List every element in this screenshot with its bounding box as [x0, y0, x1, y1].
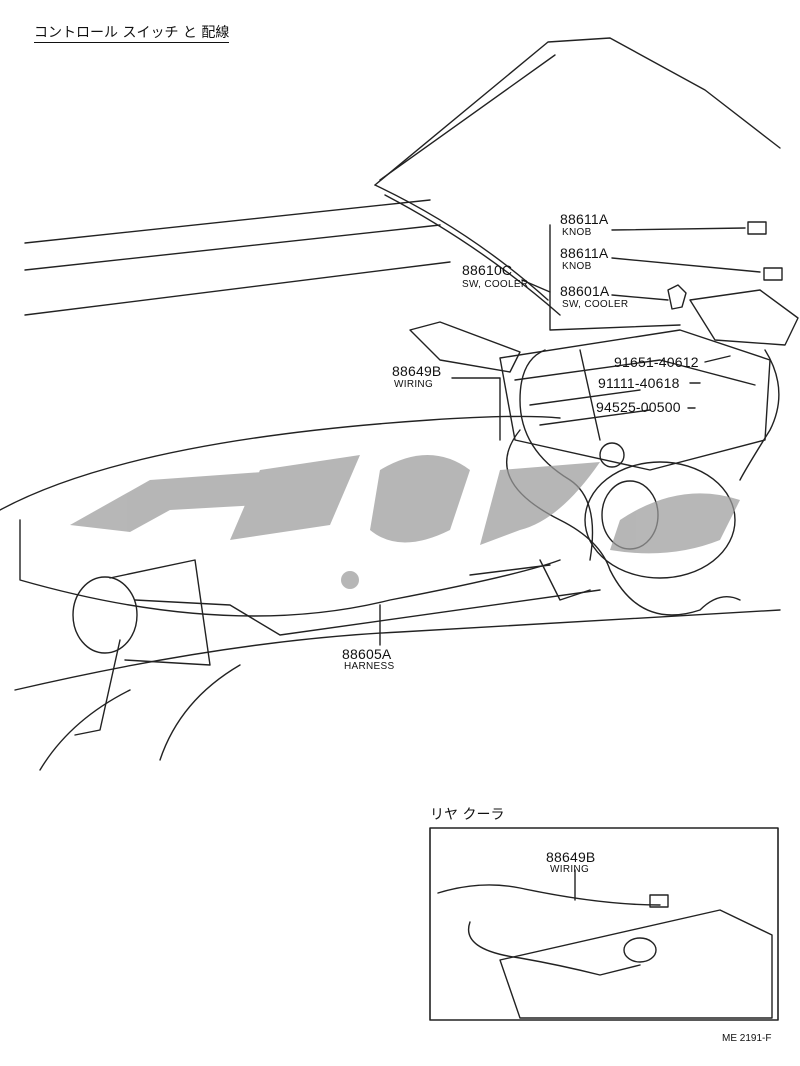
- leader-screw: [704, 355, 731, 363]
- cooler-unit-body: [499, 329, 771, 471]
- leader-knob-2: [611, 257, 761, 273]
- inset-title: リヤ クーラ: [430, 807, 505, 823]
- sw-cooler-a-part-number: 88601A: [560, 283, 610, 299]
- cowl-line-2: [384, 194, 561, 316]
- inset-wiring: [437, 884, 661, 976]
- wiring-loop-2: [519, 349, 594, 561]
- connector-wires: [469, 559, 591, 601]
- knob-description-1: KNOB: [562, 227, 592, 238]
- sw-cooler-a-description: SW, COOLER: [562, 299, 629, 310]
- dash-lower-2: [39, 689, 131, 771]
- watermark: [70, 455, 740, 589]
- leader-sw-c: [521, 279, 551, 293]
- inset-motor: [623, 937, 657, 963]
- inset-unit: [499, 909, 773, 1019]
- inset-connector: [649, 894, 669, 908]
- cooler-unit-face: [514, 359, 756, 386]
- inset-wiring-description: WIRING: [550, 864, 590, 875]
- inset-wiring-part-number: 88649B: [546, 849, 596, 865]
- switch-drawing: [667, 284, 687, 310]
- harness-description: HARNESS: [344, 661, 395, 672]
- leader-knob-1: [611, 227, 746, 231]
- knob-part-number-2: 88611A: [560, 245, 609, 261]
- blower-hub: [599, 442, 625, 468]
- bolt-part-number: 91111-40618: [598, 375, 680, 391]
- dash-line-2: [24, 224, 441, 271]
- dash-panel: [19, 519, 561, 617]
- glovebox-lid: [409, 321, 521, 373]
- wiring-part-number: 88649B: [392, 363, 442, 379]
- wiring-right: [739, 349, 780, 481]
- wiring-description: WIRING: [394, 379, 434, 390]
- harness-wire: [74, 589, 601, 736]
- leader-sw-a: [611, 294, 669, 301]
- leader-wiring: [451, 377, 501, 441]
- knob-drawing-2: [763, 267, 783, 281]
- page-title: コントロール スイッチ と 配線: [34, 25, 230, 43]
- screw-part-number: 91651-40612: [614, 354, 699, 370]
- control-panel: [689, 289, 799, 346]
- washer-part-number: 94525-00500: [596, 399, 681, 415]
- sw-cooler-c-part-number: 88610C: [462, 262, 513, 278]
- dash-line-3: [24, 261, 451, 316]
- knob-part-number-1: 88611A: [560, 211, 609, 227]
- knob-description-2: KNOB: [562, 261, 592, 272]
- dash-line-1: [24, 199, 431, 244]
- left-fan-housing: [109, 559, 211, 666]
- dash-lower-3: [159, 664, 241, 761]
- dash-top: [0, 415, 561, 511]
- blower-housing: [584, 461, 736, 579]
- roof-outline: [374, 37, 781, 186]
- leader-bracket: [549, 224, 681, 331]
- harness-part-number: 88605A: [342, 646, 392, 662]
- knob-drawing-1: [747, 221, 767, 235]
- figure-code: ME 2191-F: [722, 1033, 772, 1044]
- left-fan-drawing: [72, 576, 138, 654]
- dash-lower: [14, 609, 781, 691]
- cooler-unit-slots: [529, 349, 651, 441]
- windshield-top: [379, 54, 556, 181]
- inset-frame: [429, 827, 779, 1021]
- sw-cooler-c-description: SW, COOLER: [462, 279, 529, 290]
